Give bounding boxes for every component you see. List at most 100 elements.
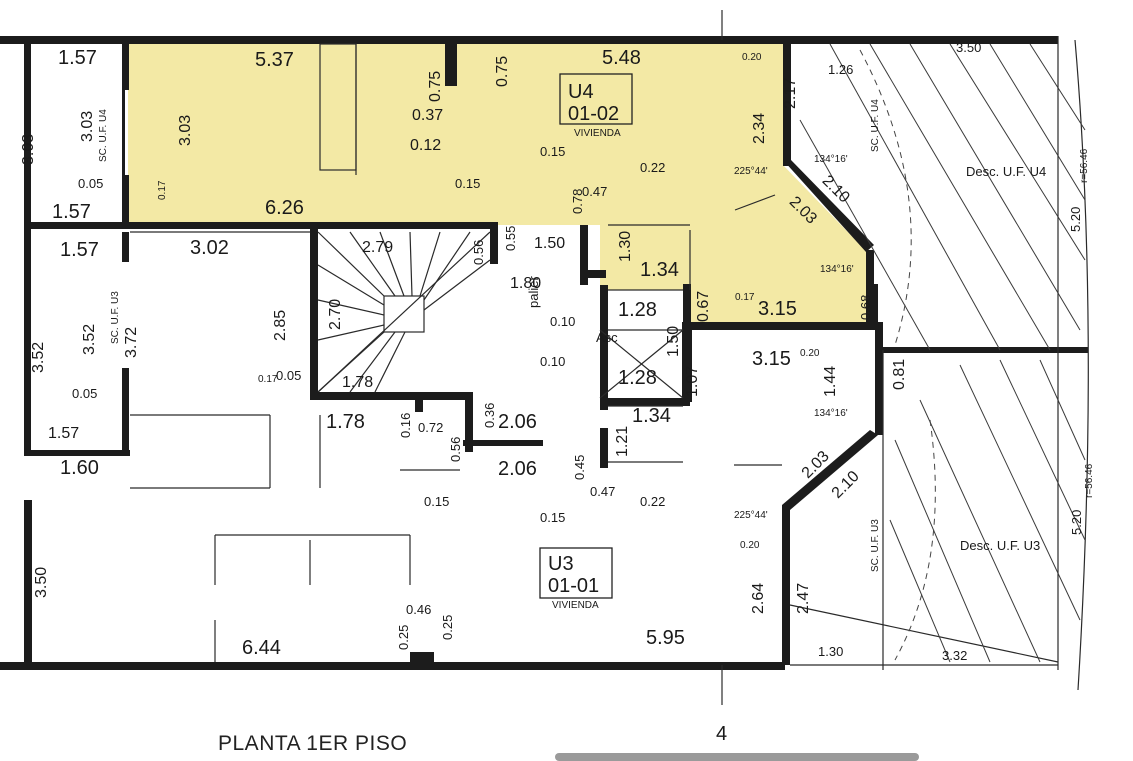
dim-372: 3.72 — [123, 327, 140, 358]
dim-352a: 3.52 — [30, 342, 47, 373]
dim-047b: 0.47 — [590, 484, 615, 499]
dim-315b: 3.15 — [752, 348, 791, 370]
dim-005c: 0.05 — [276, 368, 301, 383]
dim-157d: 1.57 — [48, 425, 79, 442]
dim-270: 2.70 — [327, 299, 344, 330]
dim-537: 5.37 — [255, 49, 294, 71]
dim-130b: 1.30 — [818, 644, 843, 659]
label-asc: Asc — [596, 330, 618, 345]
dim-217: 2.17 — [782, 78, 799, 109]
walls — [0, 36, 1088, 670]
unit-u3-code: 01-01 — [548, 575, 599, 597]
dim-134b: 1.34 — [632, 405, 671, 427]
unit-u3-label: U3 01-01 VIVIENDA — [539, 547, 613, 611]
dim-022b: 0.22 — [640, 494, 665, 509]
angle-a2: 225°44' — [734, 510, 768, 521]
dim-144: 1.44 — [822, 366, 839, 397]
horizontal-scrollbar[interactable] — [555, 753, 919, 761]
dim-020b: 0.20 — [800, 348, 820, 359]
dim-134a: 1.34 — [640, 259, 679, 281]
dim-264: 2.64 — [750, 583, 767, 614]
dim-005a: 0.05 — [78, 176, 103, 191]
stair — [317, 231, 491, 393]
dim-128a: 1.28 — [618, 299, 657, 321]
dim-303b: 3.03 — [20, 134, 37, 165]
dim-046: 0.46 — [406, 602, 431, 617]
dim-150a: 1.50 — [534, 235, 565, 252]
unit-u4-label: U4 01-02 VIVIENDA — [559, 73, 633, 139]
dim-010b: 0.10 — [540, 354, 565, 369]
dim-644: 6.44 — [242, 637, 281, 659]
dim-352b: 3.52 — [81, 324, 98, 355]
label-sc-u4-left: SC. U.F. U4 — [98, 109, 109, 162]
dim-017a: 0.17 — [258, 374, 278, 385]
dim-022a: 0.22 — [640, 160, 665, 175]
dim-045: 0.45 — [572, 455, 587, 480]
dim-075b: 0.75 — [494, 56, 511, 87]
dim-081: 0.81 — [891, 359, 908, 390]
dim-020c: 0.20 — [740, 540, 760, 551]
axis-label: 4 — [716, 723, 727, 745]
dim-015c: 0.15 — [424, 494, 449, 509]
dim-055: 0.55 — [503, 226, 518, 251]
dim-126: 1.26 — [828, 62, 853, 77]
radius-r2: r=56.46 — [1084, 463, 1095, 498]
unit-u4-code: 01-02 — [568, 103, 619, 125]
dim-350: 3.50 — [33, 567, 50, 598]
angle-a5: 134°16' — [814, 408, 848, 419]
label-desc-u3: Desc. U.F. U3 — [960, 538, 1040, 553]
dim-178a: 1.78 — [342, 374, 373, 391]
dim-180: 1.80 — [510, 275, 541, 292]
dim-025a: 0.25 — [396, 625, 411, 650]
unit-u3-name: U3 — [548, 553, 574, 575]
dim-234: 2.34 — [751, 113, 768, 144]
dim-017c: 0.17 — [735, 292, 755, 303]
dim-015b: 0.15 — [455, 176, 480, 191]
dim-157b: 1.57 — [52, 201, 91, 223]
label-sc-u4-right: SC. U.F. U4 — [870, 99, 881, 152]
dim-302: 3.02 — [190, 237, 229, 259]
dim-017b: 0.17 — [157, 180, 168, 200]
dim-015d: 0.15 — [540, 510, 565, 525]
dim-595: 5.95 — [646, 627, 685, 649]
dim-020a: 0.20 — [742, 52, 762, 63]
dim-015a: 0.15 — [540, 144, 565, 159]
hatch-area — [799, 43, 1086, 663]
angle-a4: 134°16' — [820, 264, 854, 275]
axis-marker: 4 — [716, 10, 727, 745]
unit-u4-name: U4 — [568, 81, 594, 103]
unit-u3-type: VIVIENDA — [552, 600, 599, 611]
dim-157c: 1.57 — [60, 239, 99, 261]
dim-056b: 0.56 — [448, 437, 463, 462]
dim-025b: 0.25 — [440, 615, 455, 640]
dim-210b: 2.10 — [829, 468, 863, 502]
angle-a3: 134°16' — [814, 154, 848, 165]
dim-157a: 1.57 — [58, 47, 97, 69]
dim-285: 2.85 — [272, 310, 289, 341]
dim-036: 0.36 — [482, 403, 497, 428]
dim-010a: 0.10 — [550, 314, 575, 329]
dim-121: 1.21 — [614, 426, 631, 457]
dim-626: 6.26 — [265, 197, 304, 219]
dim-012: 0.12 — [410, 137, 441, 154]
dim-130: 1.30 — [617, 231, 634, 262]
radius-r1: r=56.46 — [1079, 148, 1090, 183]
dim-037: 0.37 — [412, 107, 443, 124]
dim-067: 0.67 — [695, 291, 712, 322]
room-labels: palier Asc Desc. U.F. U4 Desc. U.F. U3 S… — [98, 99, 1046, 572]
dim-047a: 0.47 — [582, 184, 607, 199]
dim-332: 3.32 — [942, 648, 967, 663]
dim-303c: 3.03 — [79, 111, 96, 142]
label-palier: palier — [526, 276, 541, 308]
angle-a1: 225°44' — [734, 166, 768, 177]
dim-520b: 5.20 — [1069, 510, 1084, 535]
dim-160: 1.60 — [60, 457, 99, 479]
dim-150b: 1.50 — [665, 326, 682, 357]
dim-128b: 1.28 — [618, 367, 657, 389]
dim-520a: 5.20 — [1068, 207, 1083, 232]
dim-247: 2.47 — [795, 583, 812, 614]
dim-078: 0.78 — [570, 189, 585, 214]
unit-u4-type: VIVIENDA — [574, 128, 621, 139]
dim-068: 0.68 — [858, 295, 873, 320]
